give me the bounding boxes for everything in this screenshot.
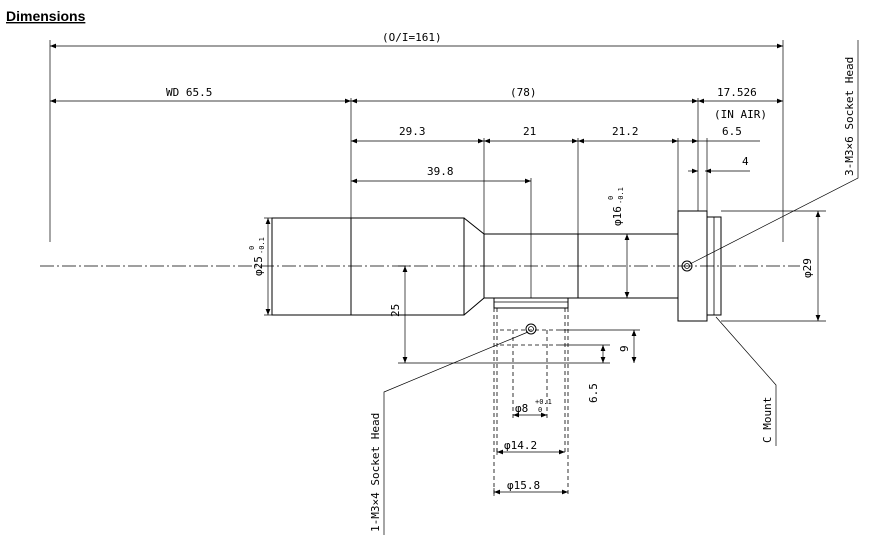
top-screw-callout: 3-M3×6 Socket Head — [843, 57, 856, 176]
front-barrel — [271, 217, 465, 316]
port-offset-label: 39.8 — [427, 165, 454, 178]
leader-lines — [383, 40, 859, 535]
mount-dia-label: φ29 — [801, 258, 814, 278]
flange-label: 17.526 — [717, 86, 757, 99]
port-dia8-tol-lower: 0 — [538, 406, 542, 414]
port-9-label: 9 — [618, 345, 631, 352]
mid-dia-label: φ16 — [611, 206, 624, 226]
seg4-label: 6.5 — [722, 125, 742, 138]
lens-body — [271, 210, 722, 496]
top-screw-icon — [681, 260, 693, 272]
bottom-screw-callout: 1-M3×4 Socket Head — [369, 413, 382, 532]
front-dia-label: φ25 — [252, 256, 265, 276]
bottom-screw-leader — [383, 331, 529, 535]
seg5-label: 4 — [742, 155, 749, 168]
seg1-label: 29.3 — [399, 125, 426, 138]
port-dia15-label: φ15.8 — [507, 479, 540, 492]
wd-label: WD 65.5 — [166, 86, 212, 99]
c-mount-callout: C Mount — [761, 397, 774, 443]
front-dia-tol-upper: 0 — [248, 246, 256, 250]
flange-note: (IN AIR) — [714, 108, 767, 121]
port-dia8-label: φ8 — [515, 402, 528, 415]
port-dia14-label: φ14.2 — [504, 439, 537, 452]
bottom-screw-icon — [525, 323, 537, 335]
mid-dia-tol-upper: 0 — [607, 196, 615, 200]
seg2-label: 21 — [523, 125, 536, 138]
port-dia8-tol-upper: +0.1 — [535, 398, 552, 406]
extension-lines — [49, 40, 826, 496]
dimension-labels: (O/I=161) WD 65.5 (78) 17.526 (IN AIR) 2… — [166, 31, 814, 492]
seg3-label: 21.2 — [612, 125, 639, 138]
port-6-5-label: 6.5 — [587, 383, 600, 403]
front-dia-tol-lower: -0.1 — [258, 237, 266, 254]
dimension-lines — [50, 43, 821, 495]
top-screw-leader — [689, 40, 859, 265]
port-height-label: 25 — [389, 304, 402, 317]
page-title: Dimensions — [6, 8, 86, 24]
body-label: (78) — [510, 86, 537, 99]
mid-dia-tol-lower: -0.1 — [617, 187, 625, 204]
front-taper — [463, 217, 485, 316]
overall-label: (O/I=161) — [382, 31, 442, 44]
c-mount-leader — [715, 316, 777, 446]
port-block — [493, 297, 569, 309]
